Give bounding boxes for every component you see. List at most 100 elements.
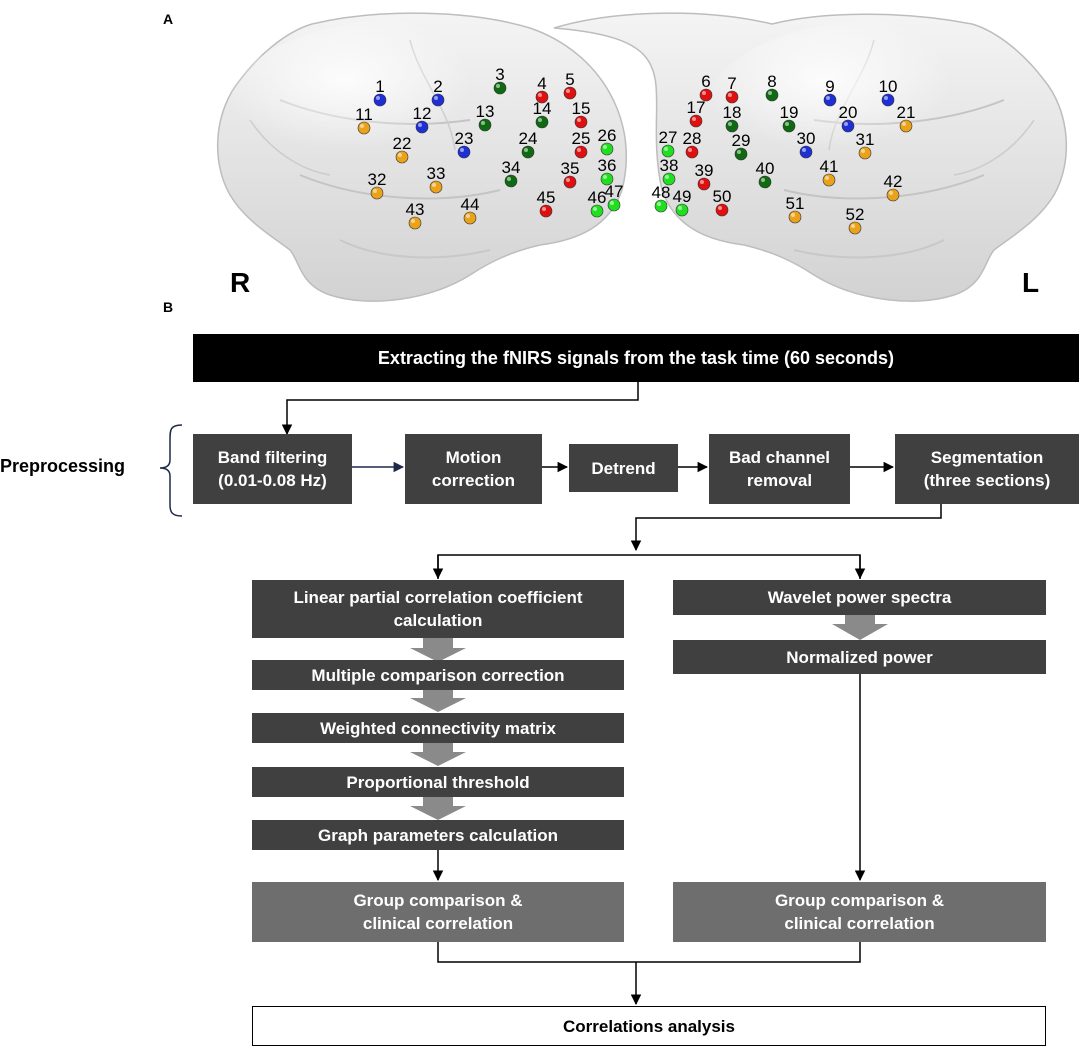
channel-label-49: 49 [673, 187, 692, 206]
channel-dot-highlight [411, 219, 415, 223]
channel-label-9: 9 [825, 77, 834, 96]
block-arrow-2 [410, 690, 466, 712]
channel-dot-highlight [665, 175, 669, 179]
channel-dot-highlight [418, 123, 422, 127]
channel-label-21: 21 [897, 103, 916, 122]
step-weighted-matrix: Weighted connectivity matrix [252, 713, 624, 743]
channel-dot-highlight [902, 122, 906, 126]
left-group-comparison: Group comparison & clinical correlation [252, 882, 624, 942]
channel-label-4: 4 [537, 74, 546, 93]
channel-label-47: 47 [605, 182, 624, 201]
right-group-comparison: Group comparison & clinical correlation [673, 882, 1046, 942]
channel-label-42: 42 [884, 172, 903, 191]
step-detrend: Detrend [569, 444, 678, 492]
channel-label-22: 22 [393, 134, 412, 153]
correlations-analysis-box: Correlations analysis [252, 1006, 1046, 1046]
block-arrows [410, 615, 888, 820]
step-segmentation: Segmentation (three sections) [895, 434, 1079, 504]
channel-dot-highlight [700, 180, 704, 184]
channel-label-1: 1 [375, 77, 384, 96]
channel-dot-highlight [507, 177, 511, 181]
panel-label-b: B [163, 299, 173, 315]
channel-dot-highlight [376, 96, 380, 100]
channel-dot-highlight [737, 150, 741, 154]
channel-label-6: 6 [701, 72, 710, 91]
channel-label-20: 20 [839, 103, 858, 122]
channel-label-43: 43 [406, 200, 425, 219]
hemisphere-label-right: R [230, 267, 250, 298]
channel-label-13: 13 [476, 102, 495, 121]
channel-label-5: 5 [565, 70, 574, 89]
channel-dot-highlight [664, 147, 668, 151]
channel-label-7: 7 [727, 74, 736, 93]
channel-dot-highlight [688, 148, 692, 152]
channel-label-36: 36 [598, 156, 617, 175]
channel-dot-highlight [603, 175, 607, 179]
channel-dot-highlight [844, 122, 848, 126]
channel-label-10: 10 [879, 77, 898, 96]
channel-dot-highlight [538, 118, 542, 122]
channel-label-32: 32 [368, 170, 387, 189]
channel-label-29: 29 [732, 131, 751, 150]
channel-label-2: 2 [433, 77, 442, 96]
channel-label-40: 40 [756, 159, 775, 178]
hemisphere-label-left: L [1022, 267, 1039, 298]
channel-dot-highlight [861, 149, 865, 153]
step-bad-channel-removal: Bad channel removal [709, 434, 850, 504]
channel-label-45: 45 [537, 188, 556, 207]
channel-dot-highlight [577, 118, 581, 122]
step-partial-correlation: Linear partial correlation coefficient c… [252, 580, 624, 638]
channel-dot-highlight [657, 202, 661, 206]
left-hemisphere [553, 12, 1068, 302]
step-wavelet-power: Wavelet power spectra [673, 580, 1046, 615]
channel-dot-highlight [791, 213, 795, 217]
channel-label-8: 8 [767, 72, 776, 91]
channel-label-52: 52 [846, 205, 865, 224]
channel-dot-highlight [566, 178, 570, 182]
step-band-filtering: Band filtering (0.01-0.08 Hz) [193, 434, 352, 504]
channel-dot-highlight [761, 178, 765, 182]
channel-label-26: 26 [598, 126, 617, 145]
channel-label-15: 15 [572, 99, 591, 118]
channel-dot-highlight [718, 206, 722, 210]
flow-connectors [281, 382, 942, 1006]
channel-dot-highlight [373, 189, 377, 193]
channel-dot-highlight [603, 145, 607, 149]
channel-dot-highlight [432, 183, 436, 187]
channel-label-41: 41 [820, 157, 839, 176]
channel-label-33: 33 [427, 164, 446, 183]
channel-label-24: 24 [519, 129, 538, 148]
channel-dot-highlight [889, 191, 893, 195]
channel-dot-highlight [768, 91, 772, 95]
channel-dot-highlight [360, 124, 364, 128]
channel-label-30: 30 [797, 129, 816, 148]
preprocessing-brace [159, 424, 183, 517]
channel-dot-highlight [566, 89, 570, 93]
block-arrow-3 [410, 743, 466, 766]
channel-dot-highlight [398, 153, 402, 157]
channel-label-28: 28 [683, 129, 702, 148]
channel-dot-highlight [496, 84, 500, 88]
channel-dot-highlight [884, 96, 888, 100]
channel-label-39: 39 [695, 161, 714, 180]
channel-label-18: 18 [723, 103, 742, 122]
channel-dot-highlight [692, 117, 696, 121]
block-arrow-5 [832, 615, 888, 640]
channel-dot-highlight [593, 207, 597, 211]
channel-dot-highlight [577, 148, 581, 152]
panel-label-a: A [163, 11, 173, 27]
extract-signals-box: Extracting the fNIRS signals from the ta… [193, 334, 1079, 382]
channel-label-11: 11 [355, 105, 373, 124]
channel-dot-highlight [481, 121, 485, 125]
channel-label-48: 48 [652, 183, 671, 202]
channel-dot-highlight [610, 201, 614, 205]
step-motion-correction: Motion correction [405, 434, 542, 504]
channel-dot-highlight [460, 148, 464, 152]
block-arrow-1 [410, 638, 466, 662]
channel-label-50: 50 [713, 187, 732, 206]
channel-label-14: 14 [533, 99, 552, 118]
channel-dot-highlight [728, 122, 732, 126]
step-normalized-power: Normalized power [673, 640, 1046, 674]
step-multiple-comparison: Multiple comparison correction [252, 660, 624, 690]
